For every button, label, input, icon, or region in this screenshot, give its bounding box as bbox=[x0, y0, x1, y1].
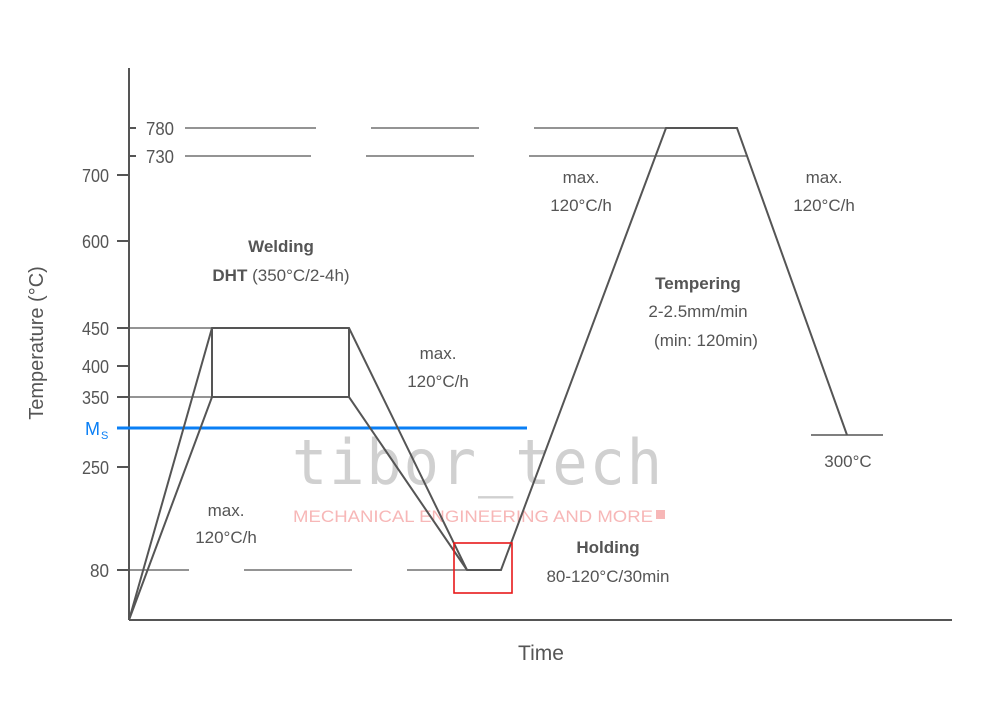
reference-lines bbox=[129, 127, 883, 571]
y-ticks bbox=[117, 127, 136, 571]
holding-title: Holding bbox=[576, 538, 639, 557]
tick-label-80: 80 bbox=[90, 561, 109, 581]
tick-label-600: 600 bbox=[82, 232, 109, 252]
final-temp-label: 300°C bbox=[824, 452, 871, 471]
watermark-square bbox=[656, 510, 665, 519]
tick-label-250: 250 bbox=[82, 458, 109, 478]
rate2-value: 120°C/h bbox=[407, 372, 469, 391]
tick-label-780: 780 bbox=[146, 119, 174, 139]
watermark-logo: tibor_tech bbox=[292, 426, 664, 499]
rate3-value: 120°C/h bbox=[550, 196, 612, 215]
temperature-profile-inner bbox=[128, 396, 468, 621]
dht-bold: DHT bbox=[212, 266, 248, 285]
rate3-max: max. bbox=[563, 168, 600, 187]
welding-title: Welding bbox=[248, 237, 314, 256]
dht-detail: (350°C/2-4h) bbox=[247, 266, 349, 285]
tempering-title: Tempering bbox=[655, 274, 741, 293]
tempering-min: (min: 120min) bbox=[654, 331, 758, 350]
watermark-subtitle: MECHANICAL ENGINEERING AND MORE bbox=[293, 507, 653, 526]
dht-label: DHT (350°C/2-4h) bbox=[212, 266, 349, 285]
tick-label-700: 700 bbox=[82, 166, 109, 186]
tick-label-730: 730 bbox=[146, 147, 174, 167]
holding-detail: 80-120°C/30min bbox=[546, 567, 669, 586]
temperature-profile-outer bbox=[128, 127, 848, 621]
x-axis-label: Time bbox=[518, 642, 564, 665]
tick-label-350: 350 bbox=[82, 388, 109, 408]
rate1-value: 120°C/h bbox=[195, 528, 257, 547]
ms-label: M bbox=[85, 419, 100, 439]
rate2-max: max. bbox=[420, 344, 457, 363]
rate4-max: max. bbox=[806, 168, 843, 187]
y-axis-label: Temperature (°C) bbox=[26, 266, 48, 420]
rate4-value: 120°C/h bbox=[793, 196, 855, 215]
ms-subscript: S bbox=[101, 430, 108, 442]
ms-label-group: MS bbox=[85, 419, 108, 442]
tempering-rate: 2-2.5mm/min bbox=[648, 302, 747, 321]
tick-label-450: 450 bbox=[82, 319, 109, 339]
rate1-max: max. bbox=[208, 501, 245, 520]
tick-label-400: 400 bbox=[82, 357, 109, 377]
holding-highlight-box bbox=[453, 542, 513, 594]
